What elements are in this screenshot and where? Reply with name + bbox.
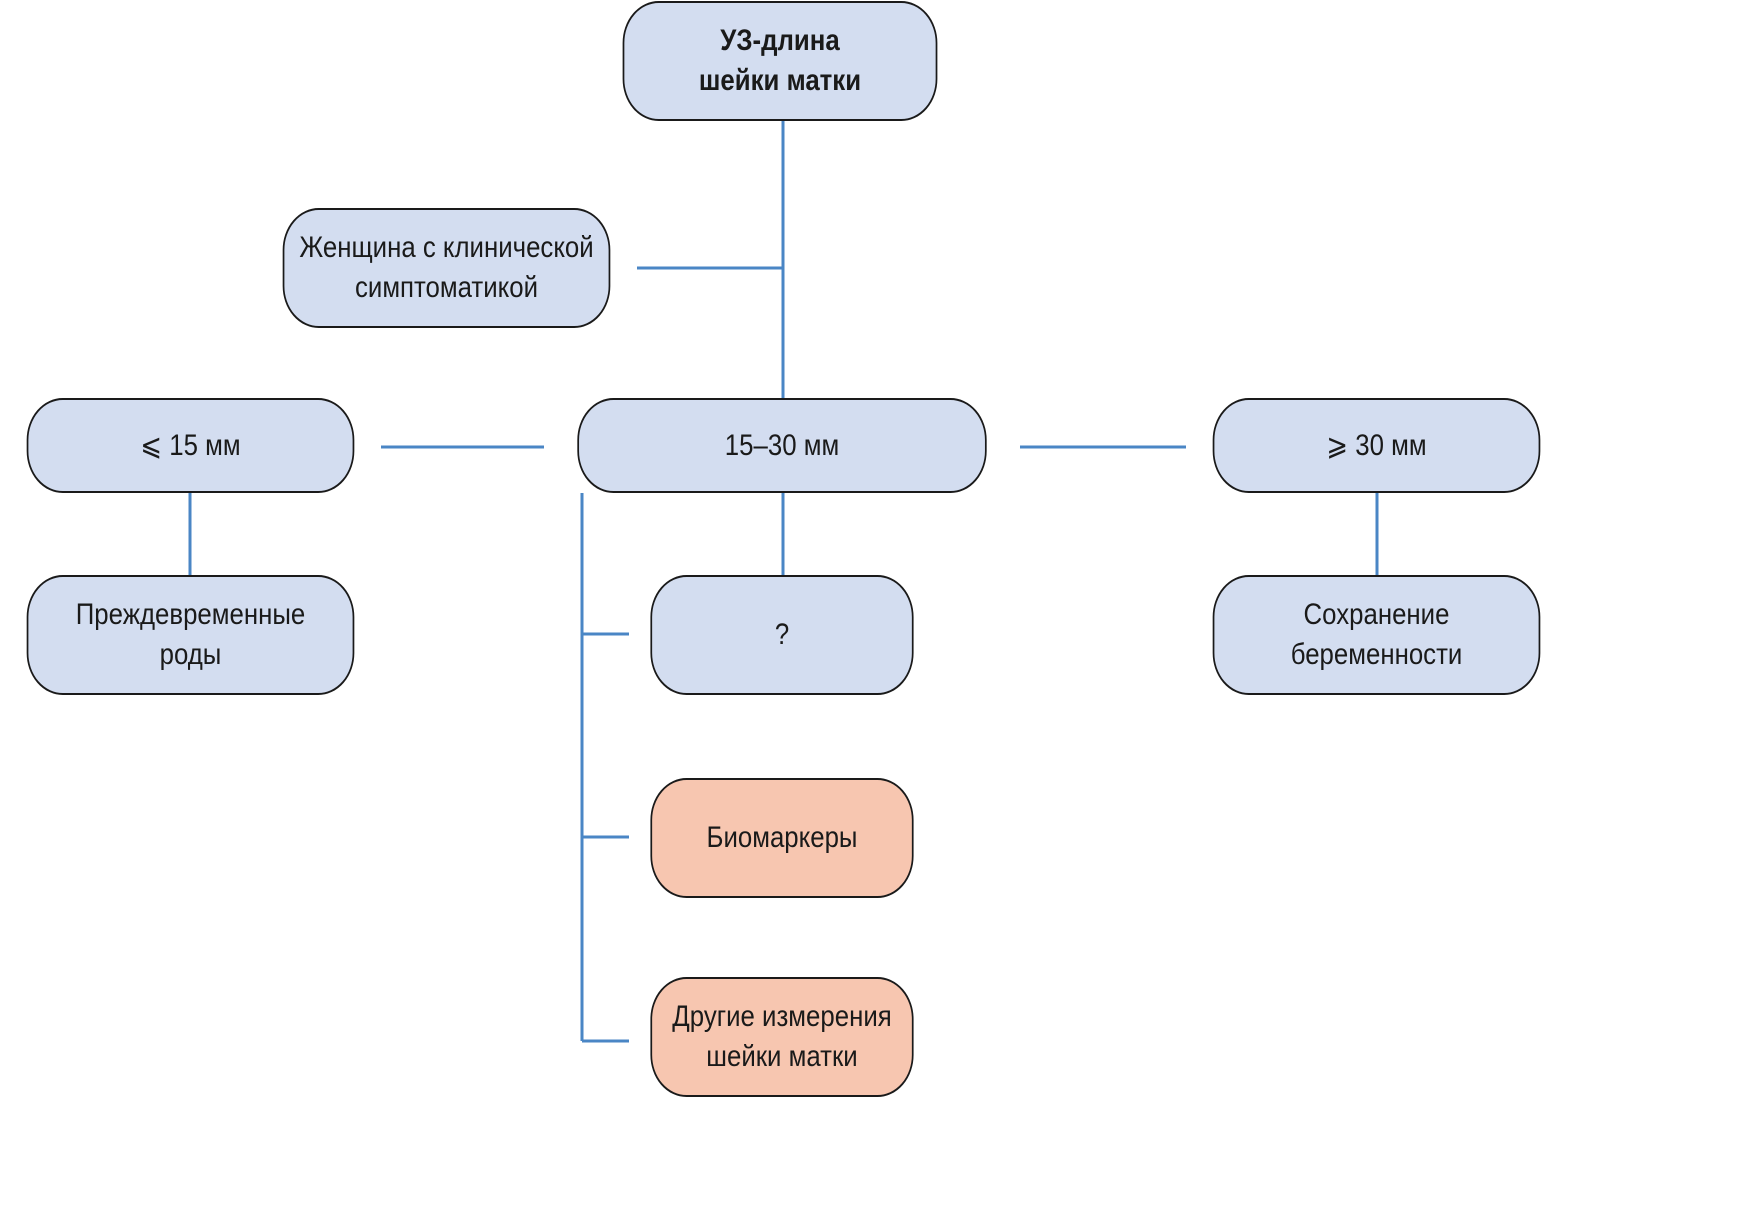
node-preterm-birth: Преждевременные роды bbox=[26, 575, 355, 695]
diagram-canvas: УЗ-длина шейки матки Женщина с клиническ… bbox=[26, 1, 1541, 1097]
node-15-30mm: 15–30 мм bbox=[577, 398, 987, 493]
node-ge-30mm: ⩾ 30 мм bbox=[1212, 398, 1541, 493]
node-le-15mm: ⩽ 15 мм bbox=[26, 398, 355, 493]
node-other-cervical-measurements-label: Другие измерения шейки матки bbox=[672, 1000, 892, 1073]
node-ge-30mm-label: ⩾ 30 мм bbox=[1326, 428, 1427, 462]
node-unknown: ? bbox=[650, 575, 914, 695]
node-biomarkers: Биомаркеры bbox=[650, 778, 914, 898]
node-preterm-birth-label: Преждевременные роды bbox=[75, 598, 306, 671]
node-symptomatic-woman: Женщина с клинической симптоматикой bbox=[282, 208, 611, 328]
node-cervical-length-label: УЗ-длина шейки матки bbox=[698, 24, 862, 97]
node-biomarkers-label: Биомаркеры bbox=[706, 821, 858, 854]
node-symptomatic-woman-label: Женщина с клинической симптоматикой bbox=[299, 231, 594, 304]
node-pregnancy-preservation-label: Сохранение беременности bbox=[1290, 598, 1463, 671]
node-cervical-length: УЗ-длина шейки матки bbox=[622, 1, 938, 121]
connector-lines bbox=[188, 121, 1379, 1043]
node-pregnancy-preservation: Сохранение беременности bbox=[1212, 575, 1541, 695]
node-unknown-label: ? bbox=[774, 618, 790, 651]
node-other-cervical-measurements: Другие измерения шейки матки bbox=[650, 977, 914, 1097]
node-le-15mm-label: ⩽ 15 мм bbox=[140, 428, 241, 462]
node-15-30mm-label: 15–30 мм bbox=[724, 428, 840, 462]
